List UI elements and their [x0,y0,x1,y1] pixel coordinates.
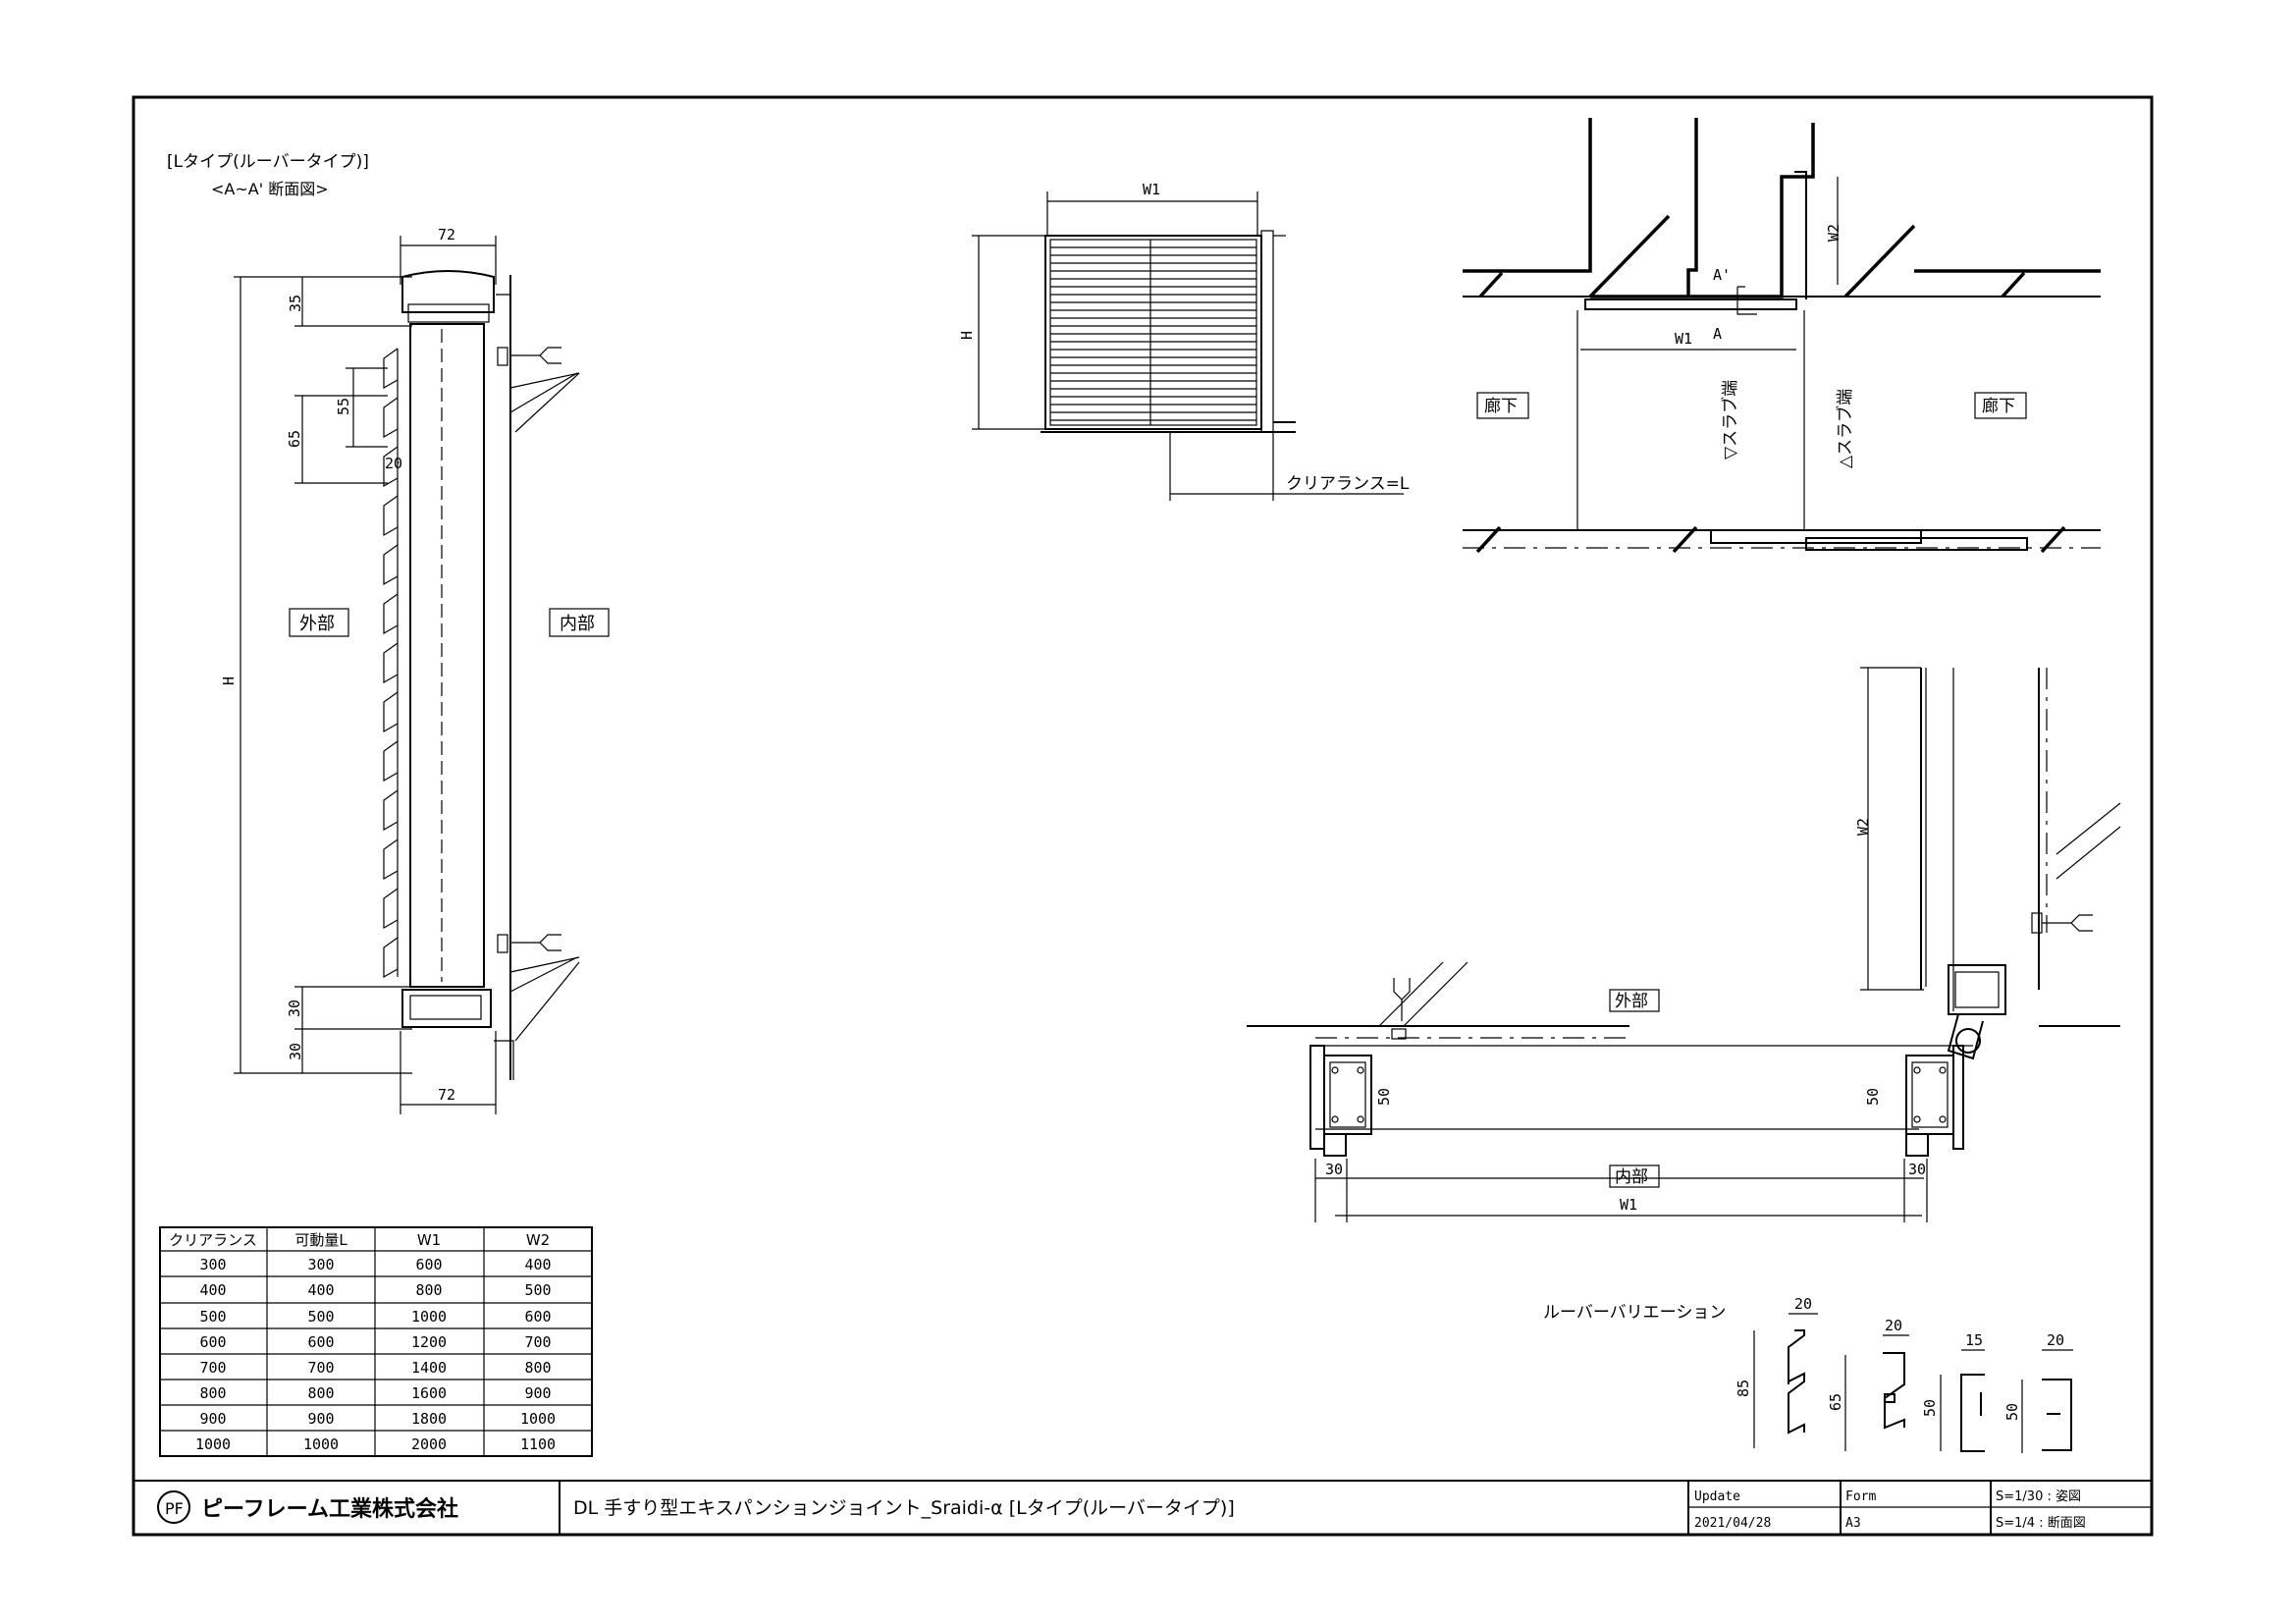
plan-slab-left: ▽スラブ端 [1720,380,1740,460]
plan-a: A [1713,325,1722,343]
table-cell: 900 [524,1384,551,1402]
elevation-w1: W1 [1143,181,1160,198]
label-inside: 内部 [560,614,595,634]
section-subtitle: <A~A' 断面図> [211,180,329,198]
update-value: 2021/04/28 [1694,1516,1771,1531]
elevation-clearance: クリアランス=L [1286,474,1410,494]
table-cell: 400 [524,1256,551,1273]
drawing-title: DL 手すり型エキスパンションジョイント_Sraidi-α [Lタイプ(ルーバー… [573,1497,1235,1519]
table-cell: 600 [307,1333,334,1351]
dim-bottom-30a: 30 [286,1000,303,1017]
table-cell: 1000 [303,1435,339,1453]
form-value: A3 [1845,1516,1861,1531]
label-outside: 外部 [299,614,335,634]
scale-elevation: S=1/30 : 姿図 [1996,1489,2081,1504]
plan-w1: W1 [1675,330,1692,348]
table-cell: 2000 [411,1435,447,1453]
elevation-h: H [958,331,976,340]
detail-w2: W2 [1854,818,1872,836]
dim-bottom-30b: 30 [287,1043,304,1060]
update-label: Update [1694,1489,1740,1504]
table-cell: 800 [415,1281,442,1299]
plan-slab-right: △スラブ端 [1835,389,1855,468]
plan-corridor-right: 廊下 [1982,397,2015,416]
detail-w1: W1 [1620,1196,1637,1214]
dim-width-top: 72 [438,226,455,244]
section-view: [Lタイプ(ルーバータイプ)] <A~A' 断面図> 72 H 35 55 65… [167,152,610,1114]
table-cell: 900 [199,1410,226,1428]
spec-table: クリアランス 可動量L W1 W2 300 300 600 400 400 40… [159,1226,593,1457]
table-cell: 600 [199,1333,226,1351]
table-cell: 1000 [520,1410,556,1428]
logo-mark: PF [165,1499,184,1518]
table-cell: 600 [415,1256,442,1273]
dim-height: H [220,677,238,685]
table-cell: 400 [307,1281,334,1299]
table-cell: 500 [524,1281,551,1299]
detail-d30-left: 30 [1325,1161,1343,1178]
company-logo [157,1490,190,1524]
table-cell: 1600 [411,1384,447,1402]
dim-pitch-65: 65 [286,430,303,448]
louver-title: ルーバーバリエーション [1543,1303,1726,1323]
table-cell: 900 [307,1410,334,1428]
detail-view: W2 外部 50 50 内部 [1247,667,2121,1222]
table-cell: 1400 [411,1359,447,1377]
table-cell: 800 [524,1359,551,1377]
table-cell: 1800 [411,1410,447,1428]
louver-2-height: 65 [1827,1393,1844,1411]
louver-3-width: 15 [1965,1331,1983,1349]
louver-3-height: 50 [1921,1399,1939,1417]
table-cell: 400 [199,1281,226,1299]
table-cell: 500 [307,1308,334,1326]
table-cell: 1000 [411,1308,447,1326]
th-w1: W1 [417,1231,441,1249]
table-cell: 500 [199,1308,226,1326]
dim-width-bottom: 72 [438,1086,455,1104]
table-cell: 700 [199,1359,226,1377]
louver-4-width: 20 [2047,1331,2064,1349]
louver-variations: ルーバーバリエーション 20 85 20 65 15 50 20 50 [1543,1295,2073,1453]
dim-pitch-55: 55 [335,398,352,415]
detail-d50-left: 50 [1375,1088,1393,1106]
dim-top-35: 35 [287,295,304,312]
section-title: [Lタイプ(ルーバータイプ)] [167,152,369,172]
louver-1-height: 85 [1735,1380,1752,1397]
plan-a-prime: A' [1713,266,1731,284]
table-cell: 300 [307,1256,334,1273]
table-cell: 300 [199,1256,226,1273]
table-cell: 1200 [411,1333,447,1351]
table-cell: 1000 [195,1435,231,1453]
table-cell: 800 [307,1384,334,1402]
table-cell: 700 [307,1359,334,1377]
table-cell: 800 [199,1384,226,1402]
table-cell: 700 [524,1333,551,1351]
detail-d30-right: 30 [1908,1161,1926,1178]
dim-d20: 20 [385,455,402,472]
louver-1-width: 20 [1794,1295,1812,1313]
plan-corridor-left: 廊下 [1484,397,1518,416]
detail-inside: 内部 [1615,1167,1648,1187]
detail-outside: 外部 [1615,992,1648,1011]
company-name: ピーフレーム工業株式会社 [201,1496,458,1522]
th-movable: 可動量L [294,1231,347,1249]
table-cell: 600 [524,1308,551,1326]
table-cell: 1100 [520,1435,556,1453]
detail-d50-right: 50 [1864,1088,1882,1106]
form-label: Form [1845,1489,1876,1504]
elevation-view: W1 H クリアランス=L [958,181,1410,501]
th-w2: W2 [526,1231,550,1249]
title-block: PF ピーフレーム工業株式会社 DL 手すり型エキスパンションジョイント_Sra… [133,1480,2152,1535]
plan-view: W1 W2 A' A ▽スラブ端 △スラブ端 廊下 廊下 [1463,118,2101,554]
sheet-border [132,95,2154,1537]
louver-2-width: 20 [1885,1317,1902,1334]
louver-4-height: 50 [2003,1403,2021,1421]
th-clearance: クリアランス [169,1231,257,1249]
scale-section: S=1/4 : 断面図 [1996,1516,2086,1531]
plan-w2: W2 [1825,224,1842,242]
